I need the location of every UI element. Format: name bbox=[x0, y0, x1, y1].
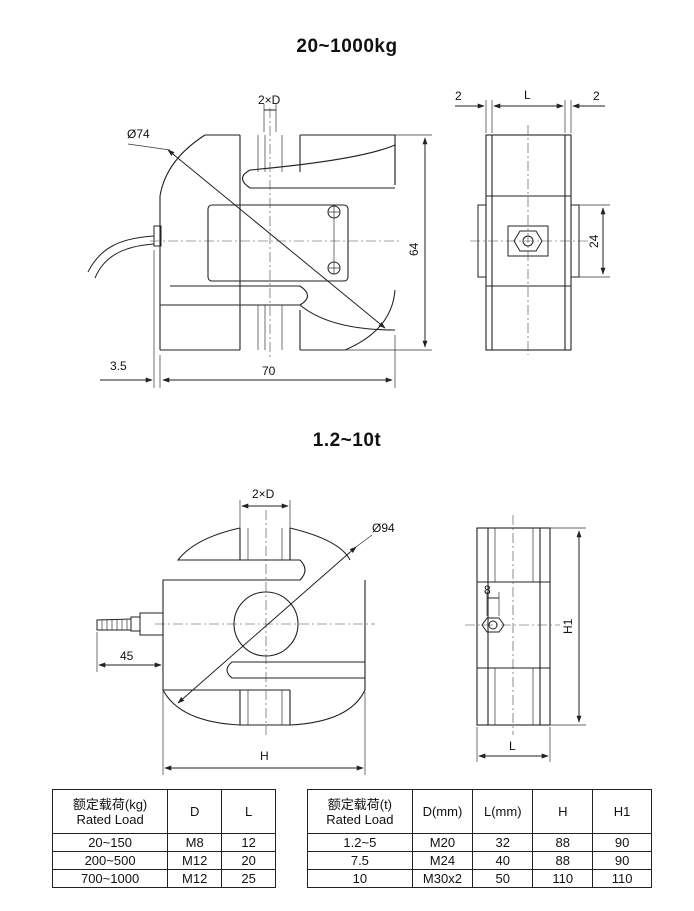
header-rated-load: 额定载荷(t) Rated Load bbox=[307, 789, 413, 834]
dim-top-diameter: Ø74 bbox=[127, 127, 150, 141]
cell-d: M24 bbox=[411, 851, 474, 870]
dim-bottom-width: H bbox=[260, 749, 269, 763]
top-side-view: 2 L 2 24 bbox=[455, 88, 610, 355]
header-d: D bbox=[167, 789, 223, 834]
table-row: 10 M30x2 50 110 110 bbox=[307, 869, 652, 888]
cell-d: M12 bbox=[167, 869, 223, 888]
dim-bottom-side-width: L bbox=[509, 739, 516, 753]
dim-bottom-nut: 8 bbox=[484, 583, 491, 597]
cell-h1: 90 bbox=[592, 851, 652, 870]
dim-top-slot: 2×D bbox=[258, 93, 281, 107]
cell-load: 1.2~5 bbox=[307, 833, 413, 852]
cell-h1: 110 bbox=[592, 869, 652, 888]
cell-load: 200~500 bbox=[51, 851, 169, 870]
dim-top-width: 70 bbox=[262, 364, 276, 378]
dim-bottom-cable: 45 bbox=[120, 649, 134, 663]
cell-d: M12 bbox=[167, 851, 223, 870]
dim-bottom-diameter: Ø94 bbox=[372, 521, 395, 535]
dim-bottom-side-height: H1 bbox=[561, 618, 575, 634]
cell-d: M8 bbox=[167, 833, 223, 852]
table-row: 20~150 M8 12 bbox=[51, 833, 276, 852]
cell-h: 88 bbox=[532, 833, 594, 852]
dim-top-height: 64 bbox=[407, 242, 421, 256]
cell-d: M30x2 bbox=[411, 869, 474, 888]
header-h: H bbox=[532, 789, 594, 834]
spec-table-t: 额定载荷(t) Rated Load D(mm) L(mm) H H1 1.2~… bbox=[307, 789, 652, 888]
title-large-capacity: 1.2~10t bbox=[312, 430, 382, 451]
table-row: 7.5 M24 40 88 90 bbox=[307, 851, 652, 870]
cell-load: 700~1000 bbox=[51, 869, 169, 888]
bottom-front-view: 2×D Ø94 45 H bbox=[96, 487, 395, 775]
cell-load: 20~150 bbox=[51, 833, 169, 852]
table-row: 200~500 M12 20 bbox=[51, 851, 276, 870]
cell-h: 88 bbox=[532, 851, 594, 870]
cell-h: 110 bbox=[532, 869, 594, 888]
cell-l: 40 bbox=[472, 851, 534, 870]
cell-l: 20 bbox=[221, 851, 276, 870]
dim-top-offset: 3.5 bbox=[110, 359, 127, 373]
dim-top-side-right: 2 bbox=[593, 89, 600, 103]
header-h1: H1 bbox=[592, 789, 652, 834]
cell-h1: 90 bbox=[592, 833, 652, 852]
header-rated-load: 额定载荷(kg) Rated Load bbox=[51, 789, 169, 834]
bottom-side-view: 8 H1 L bbox=[465, 515, 586, 762]
cell-l: 50 bbox=[472, 869, 534, 888]
table-row: 700~1000 M12 25 bbox=[51, 869, 276, 888]
dim-top-hole-span: 24 bbox=[587, 234, 601, 248]
cell-l: 32 bbox=[472, 833, 534, 852]
cell-load: 7.5 bbox=[307, 851, 413, 870]
title-small-capacity: 20~1000kg bbox=[296, 36, 398, 57]
header-d-mm: D(mm) bbox=[411, 789, 474, 834]
cell-d: M20 bbox=[411, 833, 474, 852]
dim-top-side-width: L bbox=[524, 88, 531, 102]
top-front-view: 2×D Ø74 64 70 3.5 bbox=[87, 93, 432, 388]
dim-top-side-left: 2 bbox=[455, 89, 462, 103]
spec-table-kg: 额定载荷(kg) Rated Load D L 20~150 M8 12 200… bbox=[51, 789, 276, 888]
cell-l: 25 bbox=[221, 869, 276, 888]
cell-l: 12 bbox=[221, 833, 276, 852]
header-l-mm: L(mm) bbox=[472, 789, 534, 834]
header-l: L bbox=[221, 789, 276, 834]
cell-load: 10 bbox=[307, 869, 413, 888]
dim-bottom-slot: 2×D bbox=[252, 487, 275, 501]
table-row: 1.2~5 M20 32 88 90 bbox=[307, 833, 652, 852]
